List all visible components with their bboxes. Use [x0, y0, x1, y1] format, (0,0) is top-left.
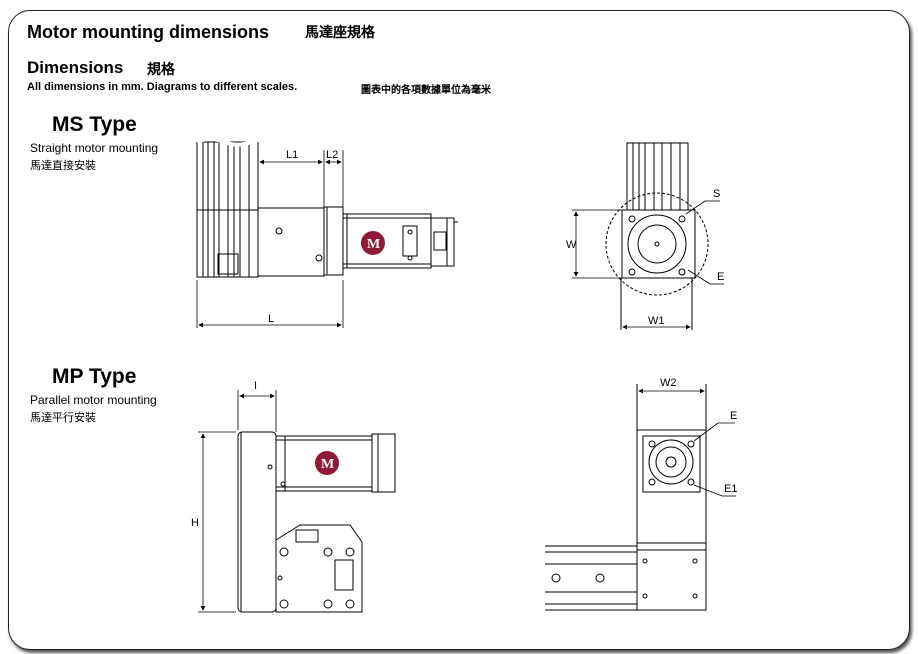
ms-motor-end-cap — [430, 217, 455, 267]
ms-end-dimensions — [572, 200, 724, 330]
ms-type-title: MS Type — [52, 113, 137, 136]
ms-profile-extrusion — [196, 141, 259, 278]
mp-end-motor-face — [642, 435, 701, 493]
mp-dim-i-label: I — [254, 380, 257, 392]
mp-motor-logo — [315, 451, 339, 475]
mp-dim-e1-label: E1 — [724, 483, 737, 495]
ms-dim-s-label: S — [713, 188, 720, 200]
mp-profile-end — [275, 524, 363, 613]
ms-dim-w1-label: W1 — [648, 315, 665, 327]
page-title-chinese: 馬達座規格 — [305, 24, 375, 40]
ms-motor-logo-letter: M — [367, 237, 380, 252]
dimensions-heading-chinese: 規格 — [147, 61, 175, 77]
mp-belt-housing — [237, 431, 277, 613]
ms-dim-e-label: E — [717, 271, 724, 283]
ms-type-subtitle: Straight motor mounting — [30, 141, 159, 155]
mp-type-title: MP Type — [52, 365, 137, 388]
mp-type-subtitle: Parallel motor mounting — [30, 393, 157, 407]
ms-end-flange — [621, 209, 696, 279]
mp-end-profile-rail — [545, 545, 638, 611]
units-note: All dimensions in mm. Diagrams to differ… — [27, 81, 298, 93]
ms-dim-l1-label: L1 — [286, 149, 298, 161]
page-title: Motor mounting dimensions — [27, 22, 269, 42]
ms-dim-l-label: L — [268, 313, 274, 325]
ms-dim-l2-label: L2 — [326, 149, 338, 161]
units-note-chinese: 圖表中的各項數據單位為毫米 — [361, 85, 491, 96]
ms-side-dimensions — [196, 150, 344, 328]
ms-end-profile — [626, 142, 689, 211]
mp-dim-e-label: E — [730, 410, 737, 422]
mp-end-dimensions — [638, 388, 736, 497]
dimensions-heading: Dimensions — [27, 58, 124, 77]
mp-dim-h-label: H — [191, 517, 199, 529]
ms-motor-body — [342, 213, 432, 269]
ms-mount-block — [257, 207, 325, 277]
mp-motor-end-cap — [371, 433, 396, 493]
content-frame — [8, 10, 910, 650]
mp-dim-w2-label: W2 — [660, 377, 677, 389]
ms-end-view — [605, 142, 709, 330]
ms-motor-logo — [361, 231, 385, 255]
ms-dim-w-label: W — [566, 239, 577, 251]
mp-side-dimensions — [198, 390, 277, 613]
ms-end-pilot-circle — [605, 192, 709, 296]
mp-side-view — [237, 431, 396, 613]
ms-side-view — [196, 137, 458, 278]
mp-end-base-block — [636, 542, 707, 611]
mp-motor-logo-letter: M — [321, 457, 334, 472]
ms-type-subtitle-chinese: 馬達直接安裝 — [30, 160, 96, 172]
mp-type-subtitle-chinese: 馬達平行安裝 — [30, 412, 96, 424]
mp-end-view — [545, 384, 707, 611]
